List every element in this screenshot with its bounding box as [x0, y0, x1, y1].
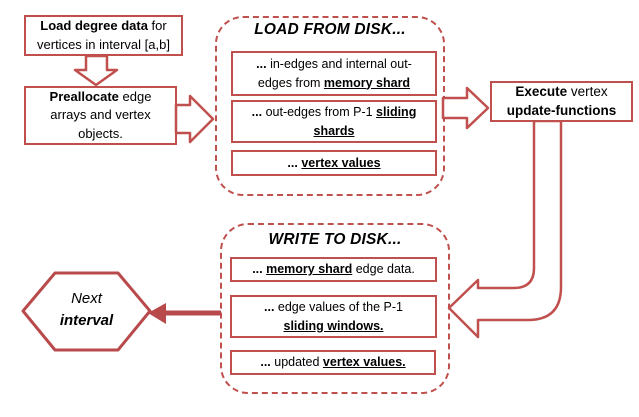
- item-dots: ...: [256, 56, 267, 71]
- execute-bold: Execute: [515, 83, 568, 99]
- load-item-vertex-values: ... vertex values: [231, 150, 437, 176]
- preallocate-line3: objects.: [78, 125, 123, 141]
- load-from-disk-title: LOAD FROM DISK...: [254, 21, 406, 38]
- item-dots: ...: [252, 262, 263, 277]
- item-text: ... memory shard edge data.: [252, 262, 415, 277]
- item-dots: ...: [287, 155, 298, 170]
- execute-line2: update-functions: [506, 102, 617, 118]
- load-degree-box: Load degree data for vertices in interva…: [24, 15, 183, 56]
- right-arrow-icon: [441, 86, 490, 130]
- memory-shard-term: memory shard: [323, 75, 411, 90]
- next-line: Next: [71, 290, 102, 307]
- write-item-memory-shard: ... memory shard edge data.: [230, 257, 437, 282]
- preallocate-box: Preallocate edge arrays and vertex objec…: [24, 86, 177, 145]
- load-degree-bold: Load degree data: [40, 18, 148, 34]
- load-degree-line2: vertices in interval [a,b]: [37, 36, 170, 52]
- sliding-term: sliding: [376, 104, 417, 119]
- vertex-values-term: vertex values: [301, 155, 381, 170]
- load-item-memory-shard: ... in-edges and internal out-edges from…: [231, 51, 437, 96]
- item-text: ... in-edges and internal out-edges from…: [256, 56, 412, 90]
- bent-arrow-icon: [447, 119, 563, 339]
- load-degree-rest: for: [147, 18, 167, 34]
- item-text: ... vertex values: [233, 154, 435, 173]
- down-arrow-icon: [73, 54, 119, 87]
- memory-shard-term: memory shard: [266, 262, 353, 277]
- write-to-disk-title: WRITE TO DISK...: [268, 231, 402, 248]
- item-dots: ...: [260, 355, 271, 370]
- execute-line1: Execute vertex: [515, 83, 608, 99]
- vertex-values-term: vertex values.: [322, 355, 406, 370]
- preallocate-rest: edge: [118, 89, 152, 105]
- shards-term: shards: [313, 123, 355, 138]
- execute-box: Execute vertex update-functions: [490, 81, 633, 122]
- item-dots: ...: [264, 299, 275, 314]
- sliding-windows-term: sliding windows.: [283, 318, 384, 333]
- preallocate-line2: arrays and vertex: [50, 107, 151, 123]
- preallocate-line1: Preallocate edge: [26, 88, 175, 106]
- write-item-vertex-values: ... updated vertex values.: [230, 350, 436, 375]
- next-interval-label: Next interval: [30, 288, 143, 332]
- interval-line: interval: [59, 311, 114, 329]
- item-dots: ...: [251, 104, 263, 119]
- right-arrow-icon: [174, 94, 215, 144]
- preallocate-bold: Preallocate: [49, 89, 119, 105]
- item-text: ... updated vertex values.: [260, 355, 406, 370]
- left-arrow-icon: [148, 303, 221, 324]
- next-interval-hexagon: [21, 271, 152, 352]
- load-degree-line1: Load degree data for: [26, 17, 181, 35]
